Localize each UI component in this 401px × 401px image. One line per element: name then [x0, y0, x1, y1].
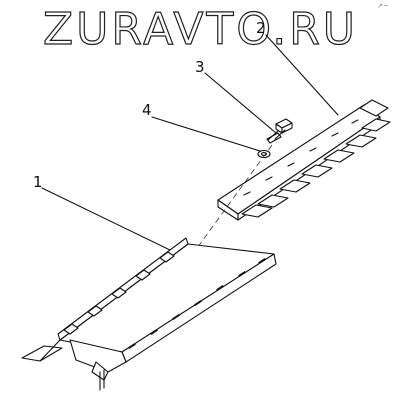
body-tab [63, 323, 79, 335]
leader-line-3 [204, 72, 277, 134]
body-tab [87, 305, 103, 317]
slot [128, 342, 136, 350]
body-tab [111, 287, 127, 299]
callout-2: 2 [256, 19, 266, 37]
rail-tab [257, 194, 289, 208]
lower-rail-part-1 [21, 237, 277, 391]
body-tab [135, 269, 151, 281]
rail-tab [241, 204, 273, 218]
leader-line-1 [41, 187, 173, 252]
callout-3: 3 [195, 58, 205, 76]
rail-tab [323, 149, 355, 163]
rail-tab [301, 164, 333, 178]
watermark-logo: ZURAVTO.RU [42, 3, 358, 55]
leader-line-4 [151, 116, 261, 152]
slot [194, 299, 202, 307]
rail-tab [279, 179, 311, 193]
corner-mark: ↗~ [377, 2, 389, 10]
leader-line-2 [265, 34, 339, 116]
upper-rail-part-2 [217, 99, 391, 221]
slot [150, 328, 158, 336]
slot [238, 270, 246, 278]
slot [258, 257, 266, 265]
slot [172, 313, 180, 321]
rail-tab [361, 118, 391, 132]
slot [216, 284, 224, 292]
rail-tab [345, 134, 377, 148]
bolt-part-3 [266, 118, 293, 144]
callout-4: 4 [142, 101, 152, 119]
body-tab [159, 251, 175, 263]
callout-1: 1 [33, 173, 43, 191]
